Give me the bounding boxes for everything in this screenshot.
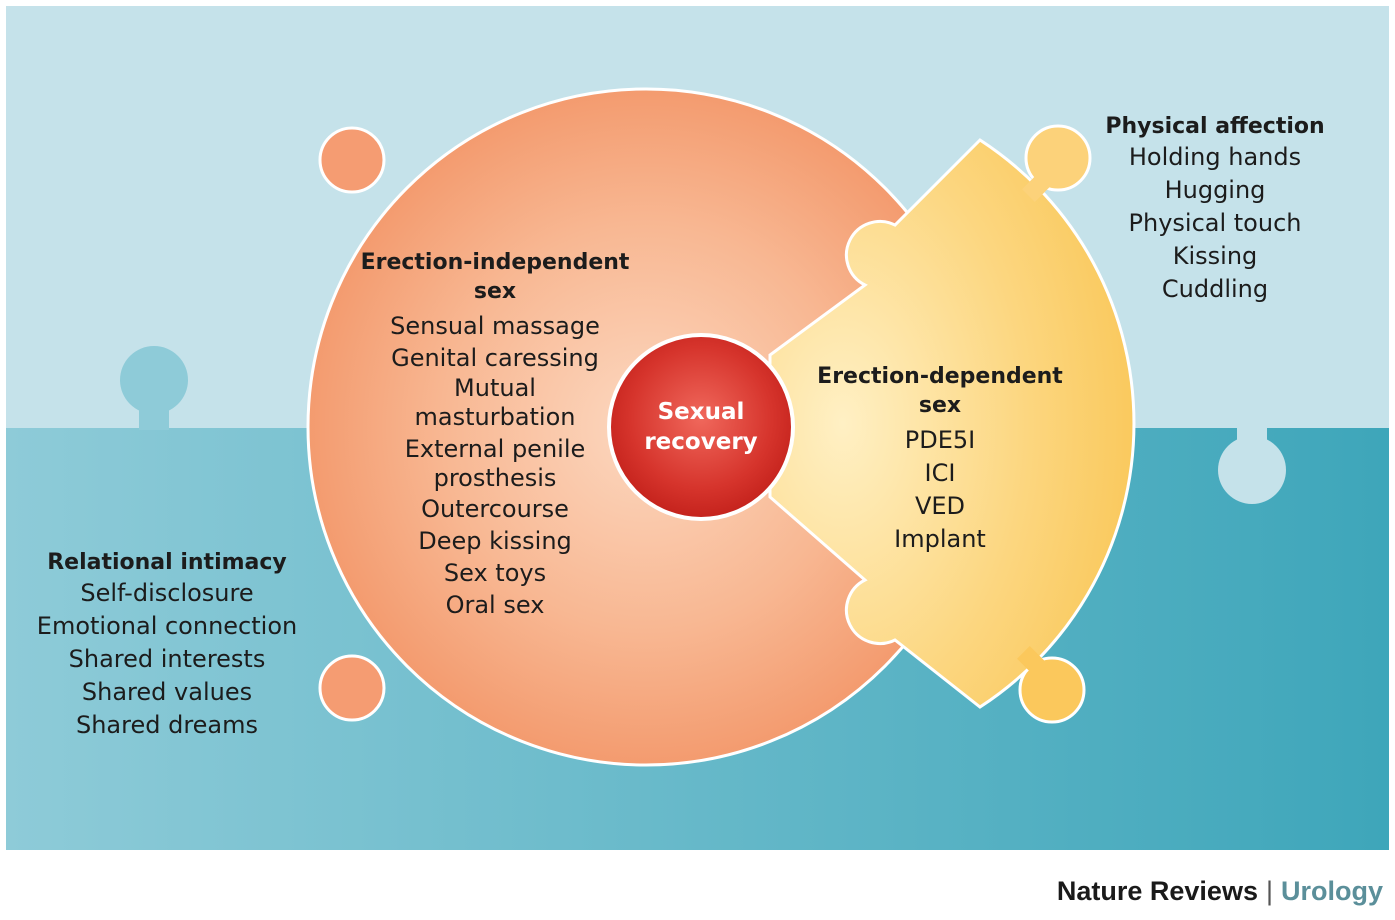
center-label-line2: recovery <box>644 429 758 455</box>
erection-independent-item: External penile <box>404 435 586 463</box>
orange-knob-top <box>318 126 386 194</box>
center-label: Sexual recovery <box>612 397 790 457</box>
physical-affection-heading: Physical affection <box>1105 114 1325 139</box>
erection-independent-item: Mutual <box>454 374 536 402</box>
physical-affection-item: Cuddling <box>1161 275 1269 303</box>
erection-independent-heading-line1: Erection-independent <box>360 250 630 275</box>
relational-intimacy-heading: Relational intimacy <box>47 550 287 575</box>
physical-affection-item: Hugging <box>1164 176 1266 204</box>
erection-independent-heading-line2: sex <box>473 279 517 304</box>
relational-intimacy-item: Shared values <box>81 678 253 706</box>
erection-independent-item: Outercourse <box>421 495 569 523</box>
orange-knob-bottom <box>318 654 386 722</box>
erection-dependent-item: VED <box>914 492 966 520</box>
erection-independent-block: Erection-independent sex Sensual massage… <box>345 248 645 621</box>
erection-independent-item: Deep kissing <box>418 527 572 555</box>
relational-intimacy-item: Emotional connection <box>36 612 298 640</box>
yellow-knob-bottom-neck <box>1017 646 1051 680</box>
erection-independent-item: prosthesis <box>433 464 557 492</box>
relational-intimacy-item: Self-disclosure <box>80 579 254 607</box>
erection-dependent-item: Implant <box>894 525 986 553</box>
physical-affection-item: Kissing <box>1172 242 1258 270</box>
erection-dependent-heading-line1: Erection-dependent <box>817 364 1063 389</box>
relational-intimacy-block: Relational intimacy Self-disclosure Emot… <box>12 548 322 742</box>
erection-dependent-heading-line2: sex <box>918 393 962 418</box>
physical-affection-item: Physical touch <box>1128 209 1302 237</box>
journal-brand: Nature Reviews <box>1056 876 1258 906</box>
erection-independent-item: masturbation <box>414 403 576 431</box>
physical-affection-item: Holding hands <box>1128 143 1302 171</box>
erection-independent-item: Sex toys <box>443 559 547 587</box>
top-right-knob <box>1218 436 1286 504</box>
physical-affection-block: Physical affection Holding hands Hugging… <box>1055 112 1375 306</box>
erection-dependent-block: Erection-dependent sex PDE5I ICI VED Imp… <box>805 362 1075 556</box>
erection-dependent-item: ICI <box>924 459 956 487</box>
erection-dependent-item: PDE5I <box>904 426 976 454</box>
journal-name: Urology <box>1280 876 1383 906</box>
center-label-line1: Sexual <box>657 399 745 425</box>
yellow-knob-top-neck <box>1022 168 1056 202</box>
bottom-left-knob-neck <box>139 395 169 430</box>
relational-intimacy-item: Shared dreams <box>75 711 259 739</box>
journal-footer: Nature Reviews|Urology <box>1057 876 1383 907</box>
yellow-piece <box>768 138 1136 709</box>
center-circle <box>607 333 795 521</box>
journal-separator: | <box>1265 876 1273 906</box>
erection-independent-item: Sensual massage <box>390 312 600 340</box>
erection-independent-item: Genital caressing <box>391 344 599 372</box>
bottom-left-knob <box>120 346 188 414</box>
top-right-knob-neck <box>1237 426 1267 456</box>
relational-intimacy-item: Shared interests <box>68 645 266 673</box>
erection-independent-item: Oral sex <box>445 591 545 619</box>
